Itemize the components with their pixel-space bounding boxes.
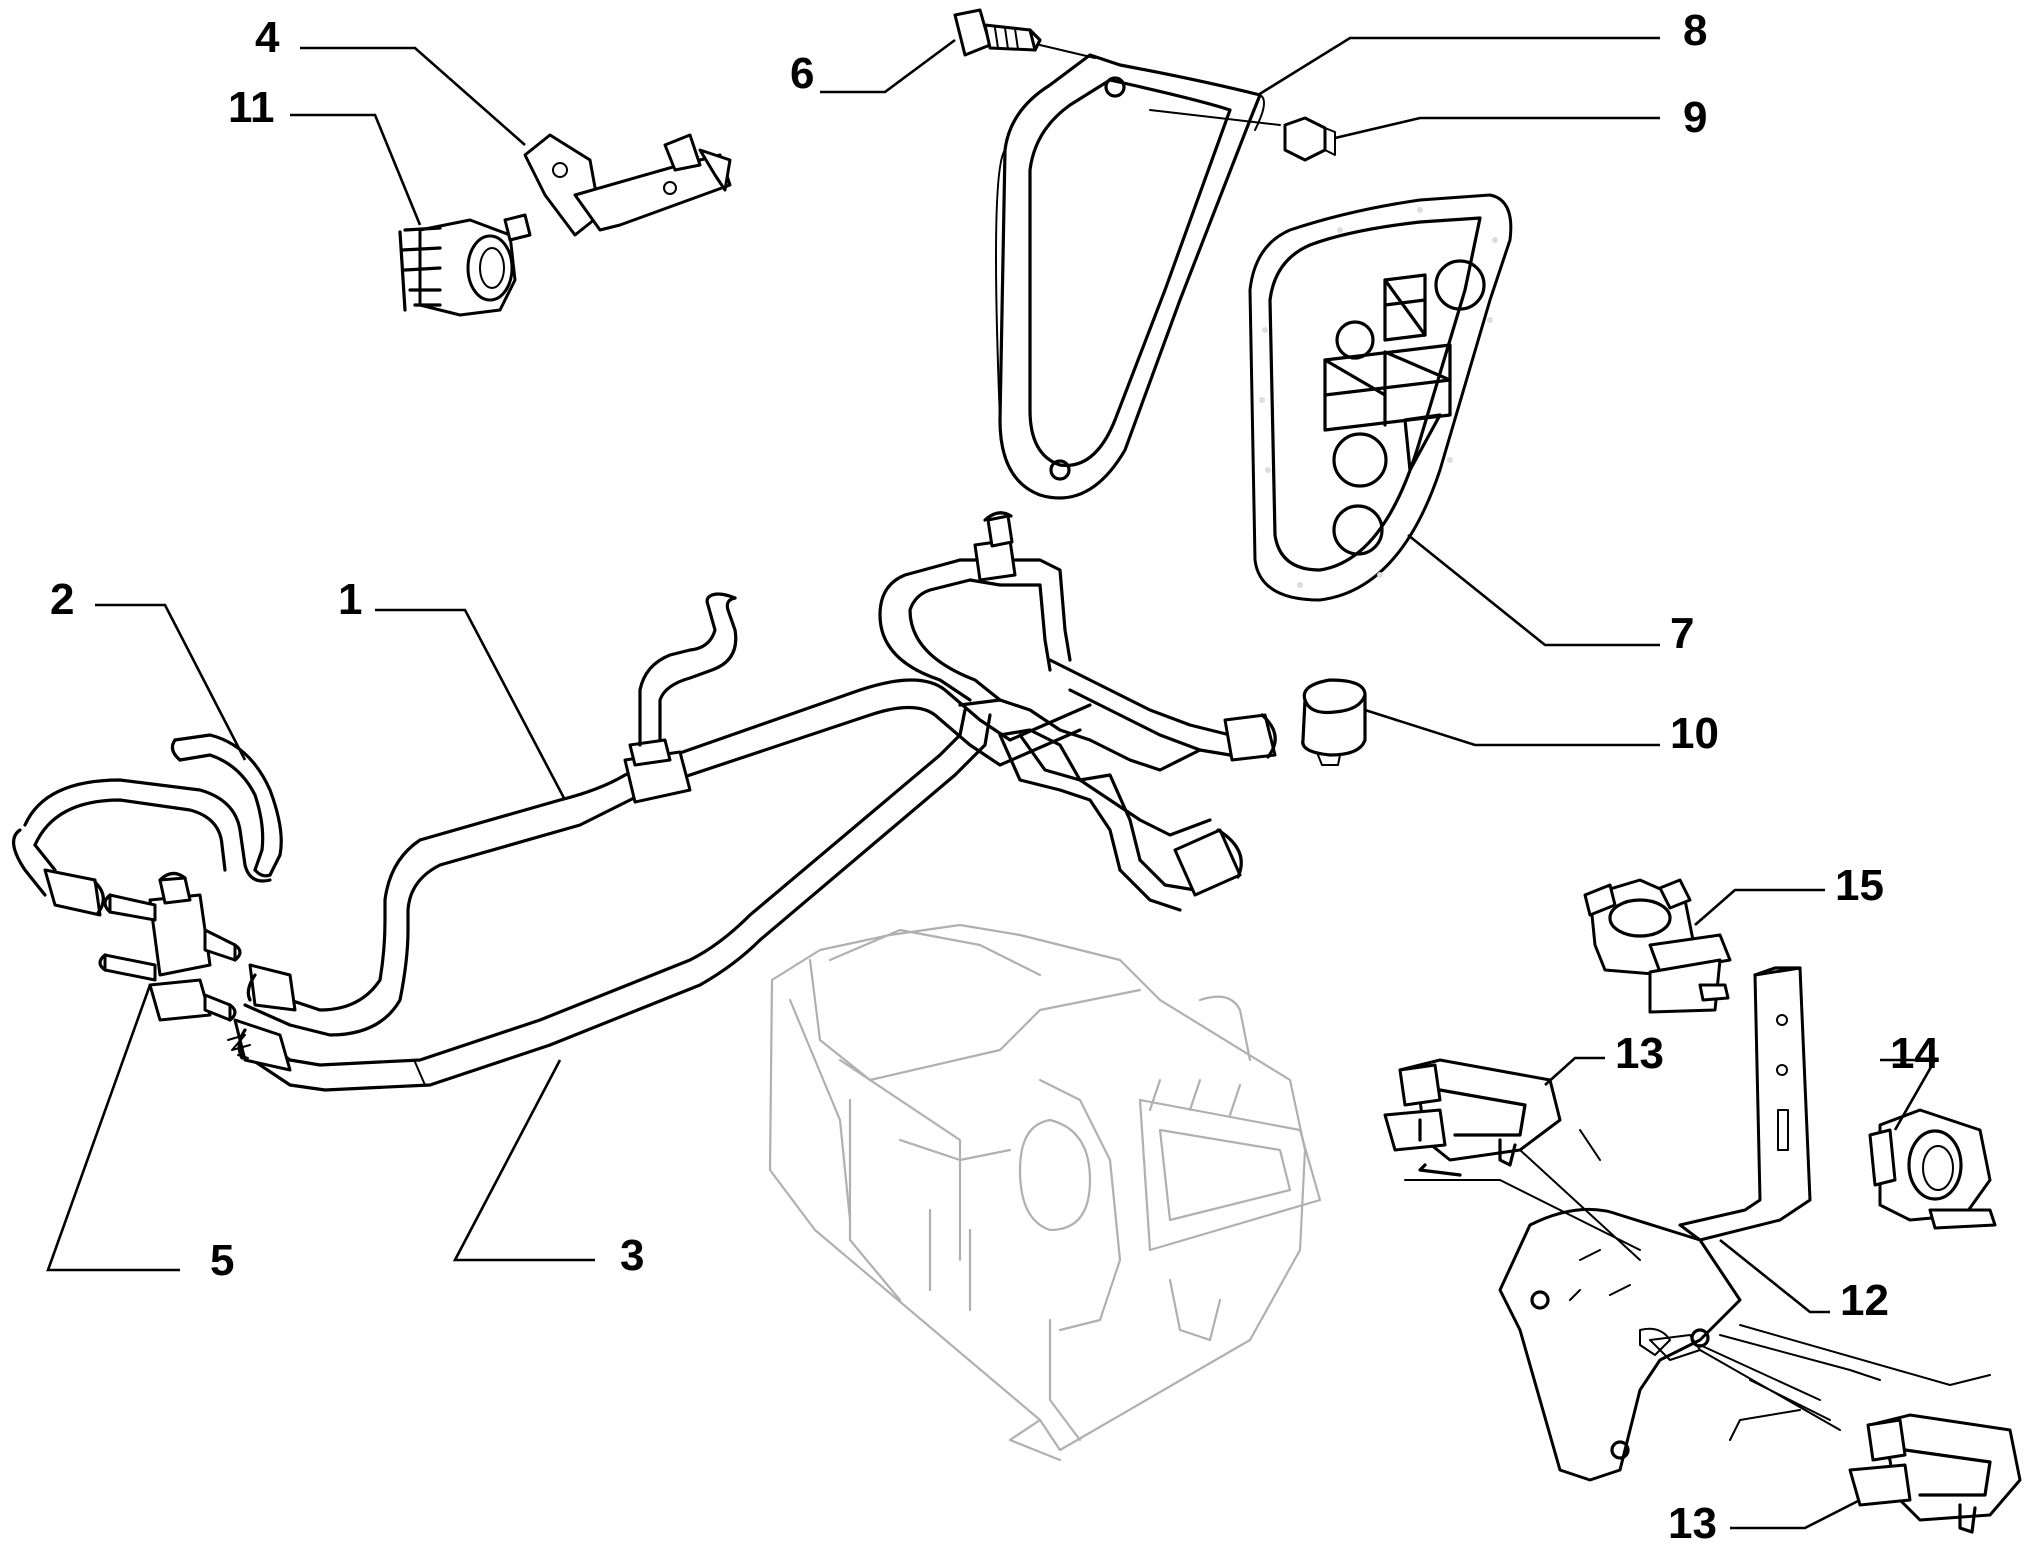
- leader-13b: [1730, 1498, 1861, 1530]
- part-15-clip: [1583, 878, 1732, 1014]
- label-13-upper: 13: [1615, 1029, 1664, 1078]
- part-9-nut: [1283, 116, 1336, 162]
- leader-9: [1334, 116, 1660, 140]
- label-13-lower: 13: [1668, 1499, 1717, 1548]
- label-10: 10: [1670, 709, 1719, 758]
- leader-7: [1407, 533, 1660, 647]
- part-13-upper-clip: [1383, 1058, 1562, 1177]
- part-6-screw: [953, 8, 1042, 57]
- leader-lines: [46, 36, 1938, 1530]
- part-3-lower-pipe: [233, 708, 992, 1092]
- label-14: 14: [1890, 1029, 1939, 1078]
- leader-3: [452, 1059, 595, 1262]
- leader-10: [1364, 708, 1660, 747]
- part-2-hose: [12, 733, 283, 917]
- label-3: 3: [620, 1231, 644, 1280]
- leader-12: [1719, 1238, 1830, 1314]
- label-15: 15: [1835, 861, 1884, 910]
- label-9: 9: [1683, 93, 1707, 142]
- leader-15: [1694, 888, 1825, 926]
- manifold-branches: [878, 511, 1277, 912]
- part-13-lower-clip: [1848, 1413, 2022, 1534]
- leader-8: [1257, 36, 1660, 97]
- leader-5: [46, 984, 180, 1272]
- part-10-clamp: [1301, 678, 1367, 766]
- callout-labels: 4 11 6 8 9 7 10 2 1 3 5 15 13 14 12 13: [50, 6, 1939, 1548]
- part-12-bracket: [1498, 966, 1812, 1482]
- leader-6: [820, 38, 956, 94]
- label-5: 5: [210, 1236, 234, 1285]
- label-7: 7: [1670, 609, 1694, 658]
- leader-13a: [1544, 1056, 1605, 1086]
- leader-11: [290, 113, 422, 226]
- part-5-valve: [98, 871, 251, 1059]
- label-4: 4: [255, 13, 280, 62]
- label-1: 1: [338, 575, 362, 624]
- part-1-heater-pipe: [243, 592, 1092, 1037]
- label-11: 11: [228, 83, 275, 132]
- leader-14: [1880, 1058, 1938, 1131]
- label-8: 8: [1683, 6, 1707, 55]
- leader-2: [95, 603, 247, 761]
- part-11-clip: [398, 213, 532, 317]
- part-14-clip: [1868, 1108, 1997, 1230]
- part-8-gasket: [995, 44, 1281, 500]
- part-4-bracket: [523, 133, 732, 237]
- label-12: 12: [1840, 1276, 1889, 1325]
- part-7-filter: [1248, 193, 1513, 602]
- label-2: 2: [50, 575, 74, 624]
- assembly-guide-lines: [1404, 1129, 1991, 1441]
- leader-1: [375, 608, 567, 801]
- leader-4: [300, 46, 526, 146]
- heater-unit-ghost: [768, 923, 1322, 1462]
- label-6: 6: [790, 49, 814, 98]
- filter-speckle: [1259, 207, 1498, 588]
